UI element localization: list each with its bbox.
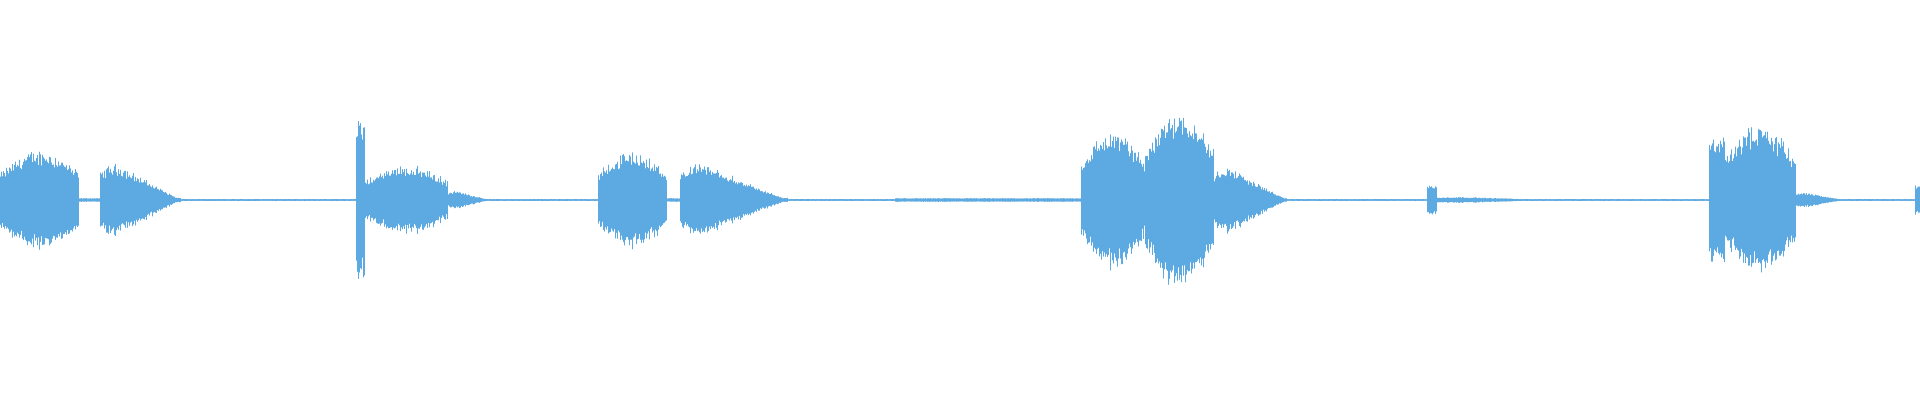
waveform-samples bbox=[0, 117, 1920, 285]
